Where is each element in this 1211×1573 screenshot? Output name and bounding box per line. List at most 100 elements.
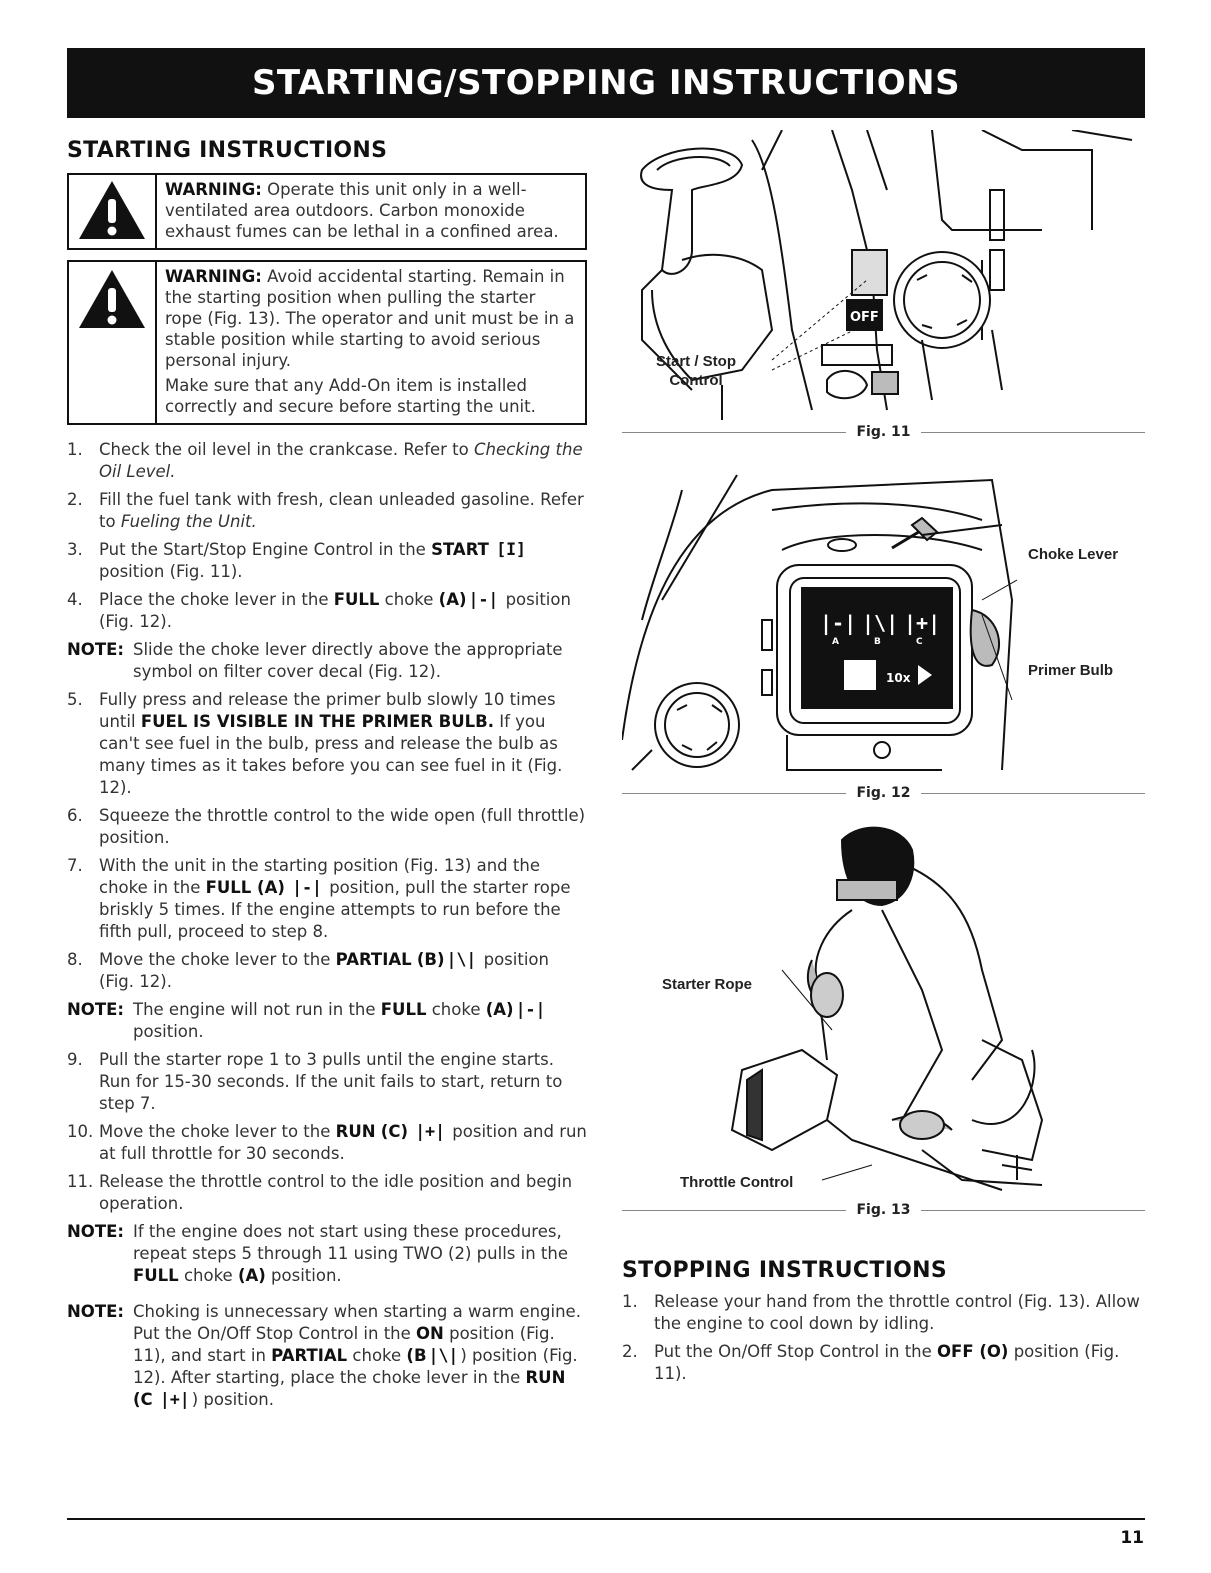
caption-rule bbox=[622, 431, 847, 433]
note-text: position. bbox=[265, 1266, 342, 1285]
step-text: With the unit in the starting position (… bbox=[99, 856, 540, 897]
step-text: position (Fig. 12). bbox=[99, 590, 571, 631]
decal-letter-a: A bbox=[832, 637, 839, 647]
starting-heading: STARTING INSTRUCTIONS bbox=[67, 138, 388, 163]
note-text: position (Fig. 11), and start in bbox=[133, 1324, 555, 1365]
note-label: NOTE: bbox=[67, 1302, 124, 1321]
step-keyword: PARTIAL bbox=[335, 950, 412, 969]
step-reference: Checking the Oil Level. bbox=[99, 440, 583, 481]
note-keyword: PARTIAL bbox=[271, 1346, 348, 1365]
figure-13: Starter Rope Throttle Control Fig. 13 bbox=[622, 820, 1145, 1220]
warning-body: Operate this unit only in a well-ventila… bbox=[165, 180, 559, 241]
note-label: NOTE: bbox=[67, 640, 124, 659]
step-keyword: (B) bbox=[416, 950, 445, 969]
step-number: 11. bbox=[67, 1172, 94, 1191]
step-1: 1. Check the oil level in the crankcase.… bbox=[67, 439, 587, 483]
step-text: Check the oil level in the crankcase. Re… bbox=[99, 440, 474, 459]
primer-bulb-label: Primer Bulb bbox=[1028, 662, 1114, 679]
fig-12-caption: Fig. 12 bbox=[856, 785, 911, 801]
step-9: 9. Pull the starter rope 1 to 3 pulls un… bbox=[67, 1049, 587, 1115]
note-label: NOTE: bbox=[67, 1000, 124, 1019]
note-text: ) position. bbox=[191, 1390, 275, 1409]
run-symbol-icon: |+| bbox=[159, 1390, 190, 1409]
note-keyword: (A) bbox=[237, 1266, 266, 1285]
step-3: 3. Put the Start/Stop Engine Control in … bbox=[67, 539, 587, 583]
section-banner: STARTING/STOPPING INSTRUCTIONS bbox=[67, 48, 1145, 118]
step-text: Fill the fuel tank with fresh, clean unl… bbox=[99, 490, 584, 531]
warning-label: WARNING: bbox=[165, 180, 262, 199]
note-text: If the engine does not start using these… bbox=[133, 1222, 568, 1263]
caption-rule bbox=[622, 792, 847, 794]
step-keyword: (C) bbox=[380, 1122, 408, 1141]
step-text: Put the On/Off Stop Control in the bbox=[654, 1342, 938, 1361]
page-number: 11 bbox=[1120, 1528, 1144, 1548]
partial-choke-symbol-icon: |\| bbox=[428, 1346, 459, 1365]
step-text: position (Fig. 12). bbox=[99, 950, 549, 991]
note-keyword: (C bbox=[133, 1390, 153, 1409]
step-keyword: (A) bbox=[438, 590, 467, 609]
step-reference: Fueling the Unit. bbox=[120, 512, 257, 531]
note-keyword: FULL bbox=[380, 1000, 427, 1019]
note-2: NOTE: The engine will not run in the FUL… bbox=[67, 999, 587, 1043]
step-number: 5. bbox=[67, 690, 83, 709]
step-text: Place the choke lever in the bbox=[99, 590, 334, 609]
start-symbol-icon: [I] bbox=[496, 540, 526, 559]
warning-icon-cell bbox=[69, 262, 157, 423]
note-text: choke bbox=[178, 1266, 238, 1285]
step-text: choke bbox=[379, 590, 439, 609]
note-keyword: FULL bbox=[133, 1266, 179, 1285]
caption-rule bbox=[920, 792, 1145, 794]
choke-lever-illustration: |-| |\| |+| A B C 10x bbox=[622, 474, 1018, 771]
step-number: 10. bbox=[67, 1122, 94, 1141]
step-text: Release the throttle control to the idle… bbox=[99, 1172, 573, 1213]
warning-triangle-icon bbox=[79, 270, 145, 328]
figures-column: OFF Start / Stop Control Fig. 11 bbox=[622, 130, 1145, 1391]
note-keyword: ON bbox=[416, 1324, 444, 1343]
stopping-instructions: STOPPING INSTRUCTIONS 1. Release your ha… bbox=[622, 1258, 1145, 1385]
starting-instructions: STARTING INSTRUCTIONS WARNING: Operate t… bbox=[67, 138, 587, 1417]
fig-12-caption-row: Fig. 12 bbox=[622, 785, 1145, 801]
note-keyword: RUN bbox=[525, 1368, 566, 1387]
step-8: 8. Move the choke lever to the PARTIAL (… bbox=[67, 949, 587, 993]
step-text: position and run at full throttle for 30… bbox=[99, 1122, 587, 1163]
fig-11-caption-row: Fig. 11 bbox=[622, 424, 1145, 440]
step-6: 6. Squeeze the throttle control to the w… bbox=[67, 805, 587, 849]
step-text: Squeeze the throttle control to the wide… bbox=[99, 806, 586, 847]
note-text: ) position (Fig. 12). After starting, pl… bbox=[133, 1346, 578, 1387]
warning-text-1: WARNING: Operate this unit only in a wel… bbox=[157, 175, 585, 248]
note-text: choke bbox=[426, 1000, 486, 1019]
note-text: The engine will not run in the bbox=[133, 1000, 381, 1019]
figure-11: OFF Start / Stop Control Fig. 11 bbox=[622, 130, 1145, 440]
full-choke-symbol-icon: |-| bbox=[468, 590, 499, 609]
step-number: 1. bbox=[67, 440, 83, 459]
step-keyword: START bbox=[431, 540, 489, 559]
decal-letter-c: C bbox=[916, 637, 923, 647]
starting-position-illustration bbox=[730, 826, 1044, 1191]
decal-arrow-icon bbox=[918, 665, 932, 685]
step-number: 6. bbox=[67, 806, 83, 825]
stopping-heading: STOPPING INSTRUCTIONS bbox=[622, 1258, 947, 1283]
full-choke-symbol-icon: |-| bbox=[515, 1000, 546, 1019]
step-text: Put the Start/Stop Engine Control in the bbox=[99, 540, 432, 559]
step-5: 5. Fully press and release the primer bu… bbox=[67, 689, 587, 799]
step-7: 7. With the unit in the starting positio… bbox=[67, 855, 587, 943]
step-keyword: OFF (O) bbox=[937, 1342, 1009, 1361]
step-keyword: RUN bbox=[335, 1122, 376, 1141]
full-choke-symbol-icon: |-| bbox=[292, 878, 322, 897]
step-text: Pull the starter rope 1 to 3 pulls until… bbox=[99, 1050, 563, 1113]
note-1: NOTE: Slide the choke lever directly abo… bbox=[67, 639, 587, 683]
step-number: 4. bbox=[67, 590, 83, 609]
note-4: NOTE: Choking is unnecessary when starti… bbox=[67, 1301, 587, 1411]
warning-label: WARNING: bbox=[165, 267, 262, 286]
decal-letter-b: B bbox=[874, 637, 881, 647]
step-text: Move the choke lever to the bbox=[99, 950, 336, 969]
step-text: Release your hand from the throttle cont… bbox=[654, 1292, 1140, 1333]
note-text: Choking is unnecessary when starting a w… bbox=[133, 1302, 581, 1343]
step-text: position, pull the starter rope briskly … bbox=[99, 878, 571, 941]
step-2: 2. Fill the fuel tank with fresh, clean … bbox=[67, 489, 587, 533]
step-number: 2. bbox=[67, 490, 83, 509]
note-text: choke bbox=[347, 1346, 407, 1365]
caption-rule bbox=[622, 1209, 847, 1211]
step-number: 3. bbox=[67, 540, 83, 559]
partial-choke-symbol-icon: |\| bbox=[446, 950, 477, 969]
